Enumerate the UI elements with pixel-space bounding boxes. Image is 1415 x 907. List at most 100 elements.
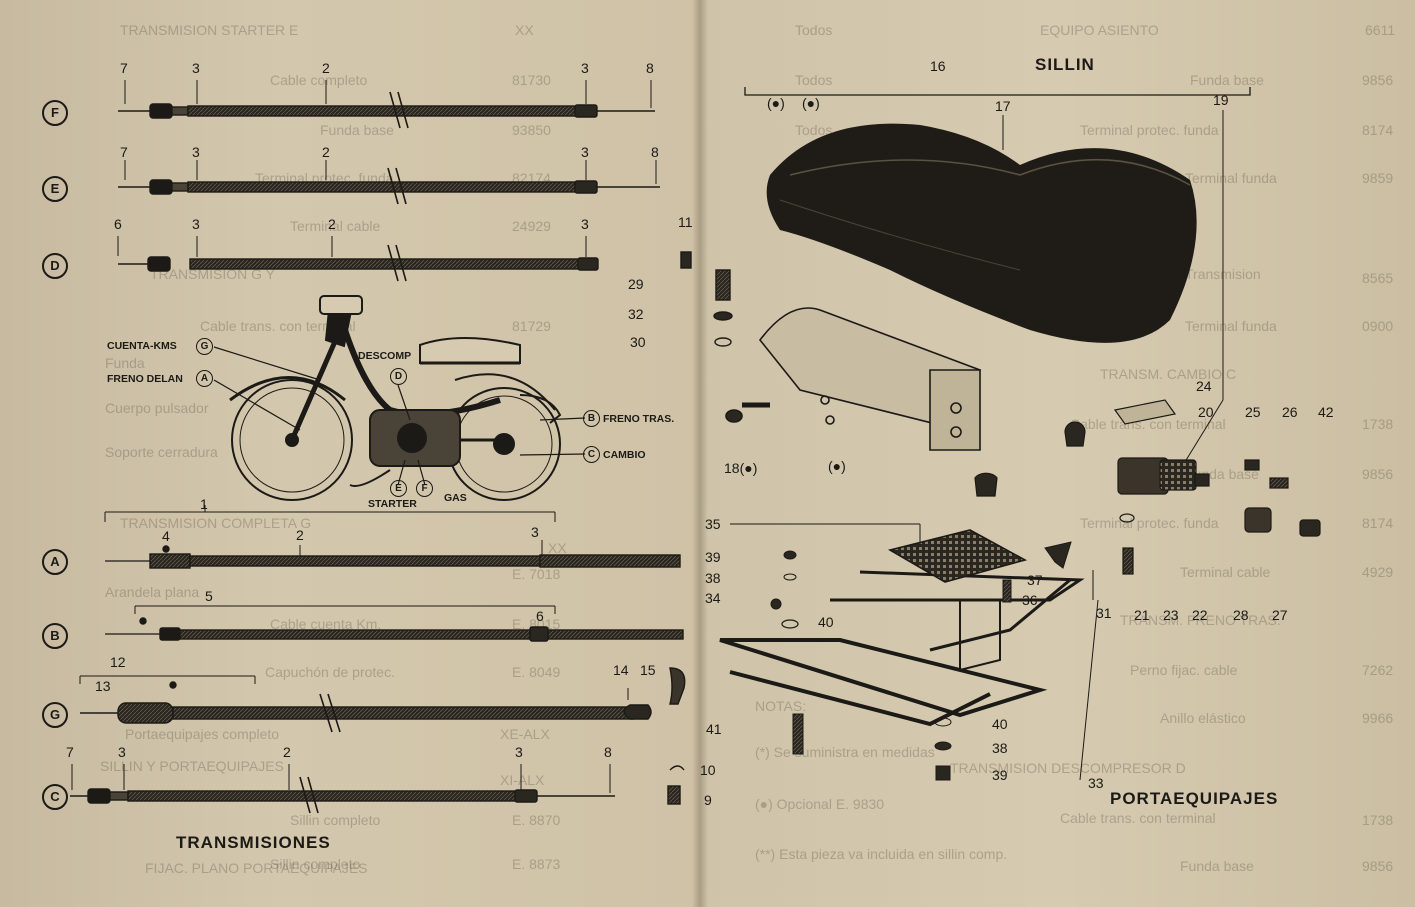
ghost-text: XE-ALX [500, 726, 550, 742]
ghost-text: Capuchón de protec. [265, 664, 395, 680]
ghost-text: Cable trans. con terminal [200, 318, 356, 334]
ghost-text: 9856 [1362, 466, 1394, 482]
transmissions-section-title: TRANSMISIONES [176, 833, 331, 852]
callout-letter: F [416, 480, 433, 497]
part-number: 42 [1318, 404, 1334, 420]
part-number: 2 [296, 527, 304, 543]
part-number: 19 [1213, 92, 1229, 108]
cable-c-drawing [70, 764, 615, 814]
part-number: 40 [992, 716, 1008, 732]
part-number: 8 [604, 744, 612, 760]
part-number: 7 [120, 144, 128, 160]
ghost-text: 1738 [1362, 416, 1394, 432]
part-number: 4 [162, 528, 170, 544]
ghost-text: Terminal funda [1185, 318, 1277, 334]
ghost-text: 6611 [1365, 22, 1396, 38]
callout-label-descomp: DESCOMP [358, 350, 412, 362]
ghost-text: Anillo elástico [1160, 710, 1246, 726]
part-number: 27 [1272, 607, 1288, 623]
part-number: 35 [705, 516, 721, 532]
part-number: 2 [322, 60, 330, 76]
part-number: 36 [1022, 592, 1038, 608]
part-number: 28 [1233, 607, 1249, 623]
rack-section-title: PORTAEQUIPAJES [1110, 789, 1279, 808]
part-number: 8 [651, 144, 659, 160]
ghost-text: Terminal cable [1180, 564, 1271, 580]
ghost-text: Funda base [1190, 72, 1264, 88]
ghost-text: TRANSMISION G Y [150, 266, 275, 282]
ghost-text: NOTAS: [755, 698, 807, 714]
ghost-text: 7262 [1362, 662, 1394, 678]
part-number: 8 [646, 60, 654, 76]
part-number: (●) [828, 458, 846, 474]
part-number: 37 [1027, 572, 1043, 588]
ghost-text: 8174 [1362, 122, 1394, 138]
ghost-text: Terminal cable [290, 218, 381, 234]
part-number: 15 [640, 662, 656, 678]
part-number: 16 [930, 58, 946, 74]
part-number: 3 [581, 60, 589, 76]
ghost-text: Sillin completo [290, 812, 381, 828]
cable-drawings [70, 80, 733, 814]
callout-label-starter: STARTER [368, 498, 417, 510]
page-gutter [692, 0, 708, 907]
part-number: 39 [705, 549, 721, 565]
part-number: 3 [192, 144, 200, 160]
ghost-text: Soporte cerradura [105, 444, 218, 460]
ghost-text: 4929 [1362, 564, 1394, 580]
ghost-text: TRANSM. FRENO TRAS. [1120, 612, 1281, 628]
ghost-text: 9859 [1362, 170, 1394, 186]
part-number: 22 [1192, 607, 1208, 623]
ghost-text: 93850 [512, 122, 551, 138]
cable-e-drawing [118, 160, 660, 205]
part-number: 38 [992, 740, 1008, 756]
part-number: 14 [613, 662, 629, 678]
seat-section-title: SILLIN [1035, 55, 1095, 74]
ghost-text: Todos [795, 122, 833, 138]
callout-label-cuenta-kms: CUENTA-KMS [107, 340, 177, 352]
part-number: 33 [1088, 775, 1104, 791]
part-number: 34 [705, 590, 721, 606]
ghost-text: 8565 [1362, 270, 1394, 286]
ghost-text: 81730 [512, 72, 551, 88]
cable-b-drawing [105, 605, 684, 642]
part-number: 41 [706, 721, 722, 737]
ghost-text: Portaequipajes completo [125, 726, 280, 742]
ghost-text: Cable cuenta Km. [270, 616, 382, 632]
callout-letter: G [196, 338, 213, 355]
seat-bracket-drawing [725, 307, 982, 451]
part-number: 26 [1282, 404, 1298, 420]
ghost-text: Funda [105, 355, 145, 371]
ghost-text: Cable trans. con terminal [1060, 810, 1216, 826]
small-hardware [667, 251, 733, 805]
ghost-text: TRANSMISION DESCOMPRESOR D [950, 760, 1186, 776]
part-number: 38 [705, 570, 721, 586]
part-number: 9 [704, 792, 712, 808]
part-number: 25 [1245, 404, 1261, 420]
callout-leaders [213, 346, 586, 486]
part-number: 20 [1198, 404, 1214, 420]
moped-drawing [229, 295, 562, 501]
ghost-text: 9856 [1362, 858, 1394, 874]
ghost-text: 8174 [1362, 515, 1394, 531]
ghost-text: (●) Opcional E. 9830 [755, 796, 885, 812]
ghost-text: FIJAC. PLANO PORTAEQUIPAJES [145, 860, 368, 876]
ghost-text: E. 7018 [512, 566, 561, 582]
ghost-text: Arandela plana [105, 584, 200, 600]
part-number: 2 [328, 216, 336, 232]
cable-letter-c: C [42, 784, 68, 810]
ghost-text: Perno fijac. cable [1130, 662, 1238, 678]
ghost-text: Funda base [320, 122, 394, 138]
part-number: 3 [192, 216, 200, 232]
ghost-text: Terminal funda [1185, 170, 1277, 186]
ghost-text: TRANSMISION COMPLETA G [120, 515, 312, 531]
ghost-text: XI-ALX [500, 772, 545, 788]
cable-letter-a: A [42, 549, 68, 575]
ghost-text: Cable trans. con terminal [1070, 416, 1226, 432]
callout-letter: C [583, 446, 600, 463]
part-number: 7 [120, 60, 128, 76]
luggage-rack-drawing [719, 523, 1099, 781]
part-number: 29 [628, 276, 644, 292]
part-number: 6 [114, 216, 122, 232]
ghost-text: EQUIPO ASIENTO [1040, 22, 1159, 38]
